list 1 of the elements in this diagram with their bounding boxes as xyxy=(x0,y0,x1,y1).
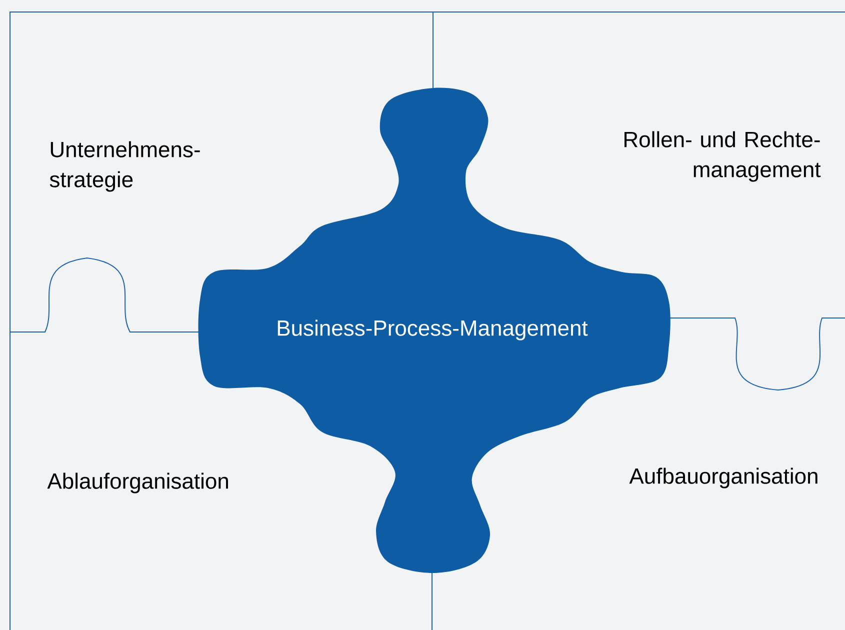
puzzle-piece-label: Unternehmens- strategie xyxy=(50,141,200,192)
